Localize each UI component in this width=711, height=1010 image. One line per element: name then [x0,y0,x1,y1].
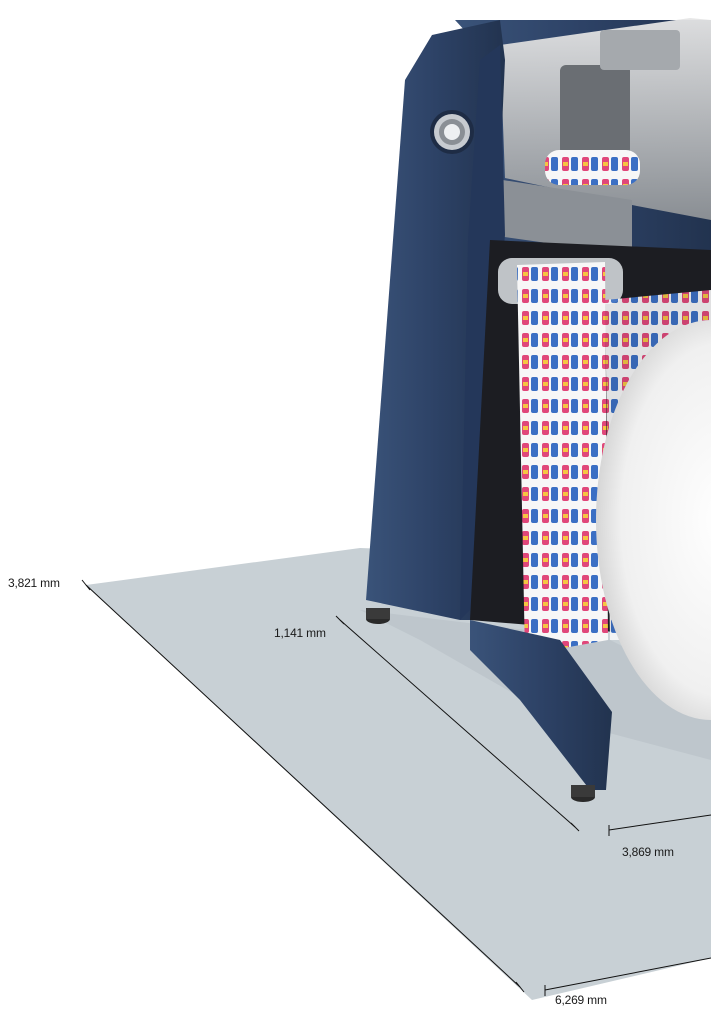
dimension-line-footprint-width [608,814,711,836]
fan-vent-icon [430,110,474,154]
label-roll [596,320,711,720]
blade-assembly-2 [600,30,680,70]
dimension-line-outer-depth [81,579,525,993]
dimension-label-outer-width: 6,269 mm [555,993,607,1007]
label-web [517,262,608,655]
dimension-label-footprint-depth: 1,141 mm [274,626,326,640]
dimension-label-footprint-width: 3,869 mm [622,845,674,859]
side-panel-edge [460,45,505,620]
leveling-foot-right [571,785,595,802]
crossbar [490,178,632,255]
leveling-foot-left [366,608,390,624]
front-foot [470,620,612,790]
dimension-line-footprint-depth [335,615,580,832]
dimension-line-outer-width [544,957,711,996]
dimension-label-outer-depth: 3,821 mm [8,576,60,590]
upper-label-roll [545,150,640,185]
blade-assembly [560,65,630,155]
